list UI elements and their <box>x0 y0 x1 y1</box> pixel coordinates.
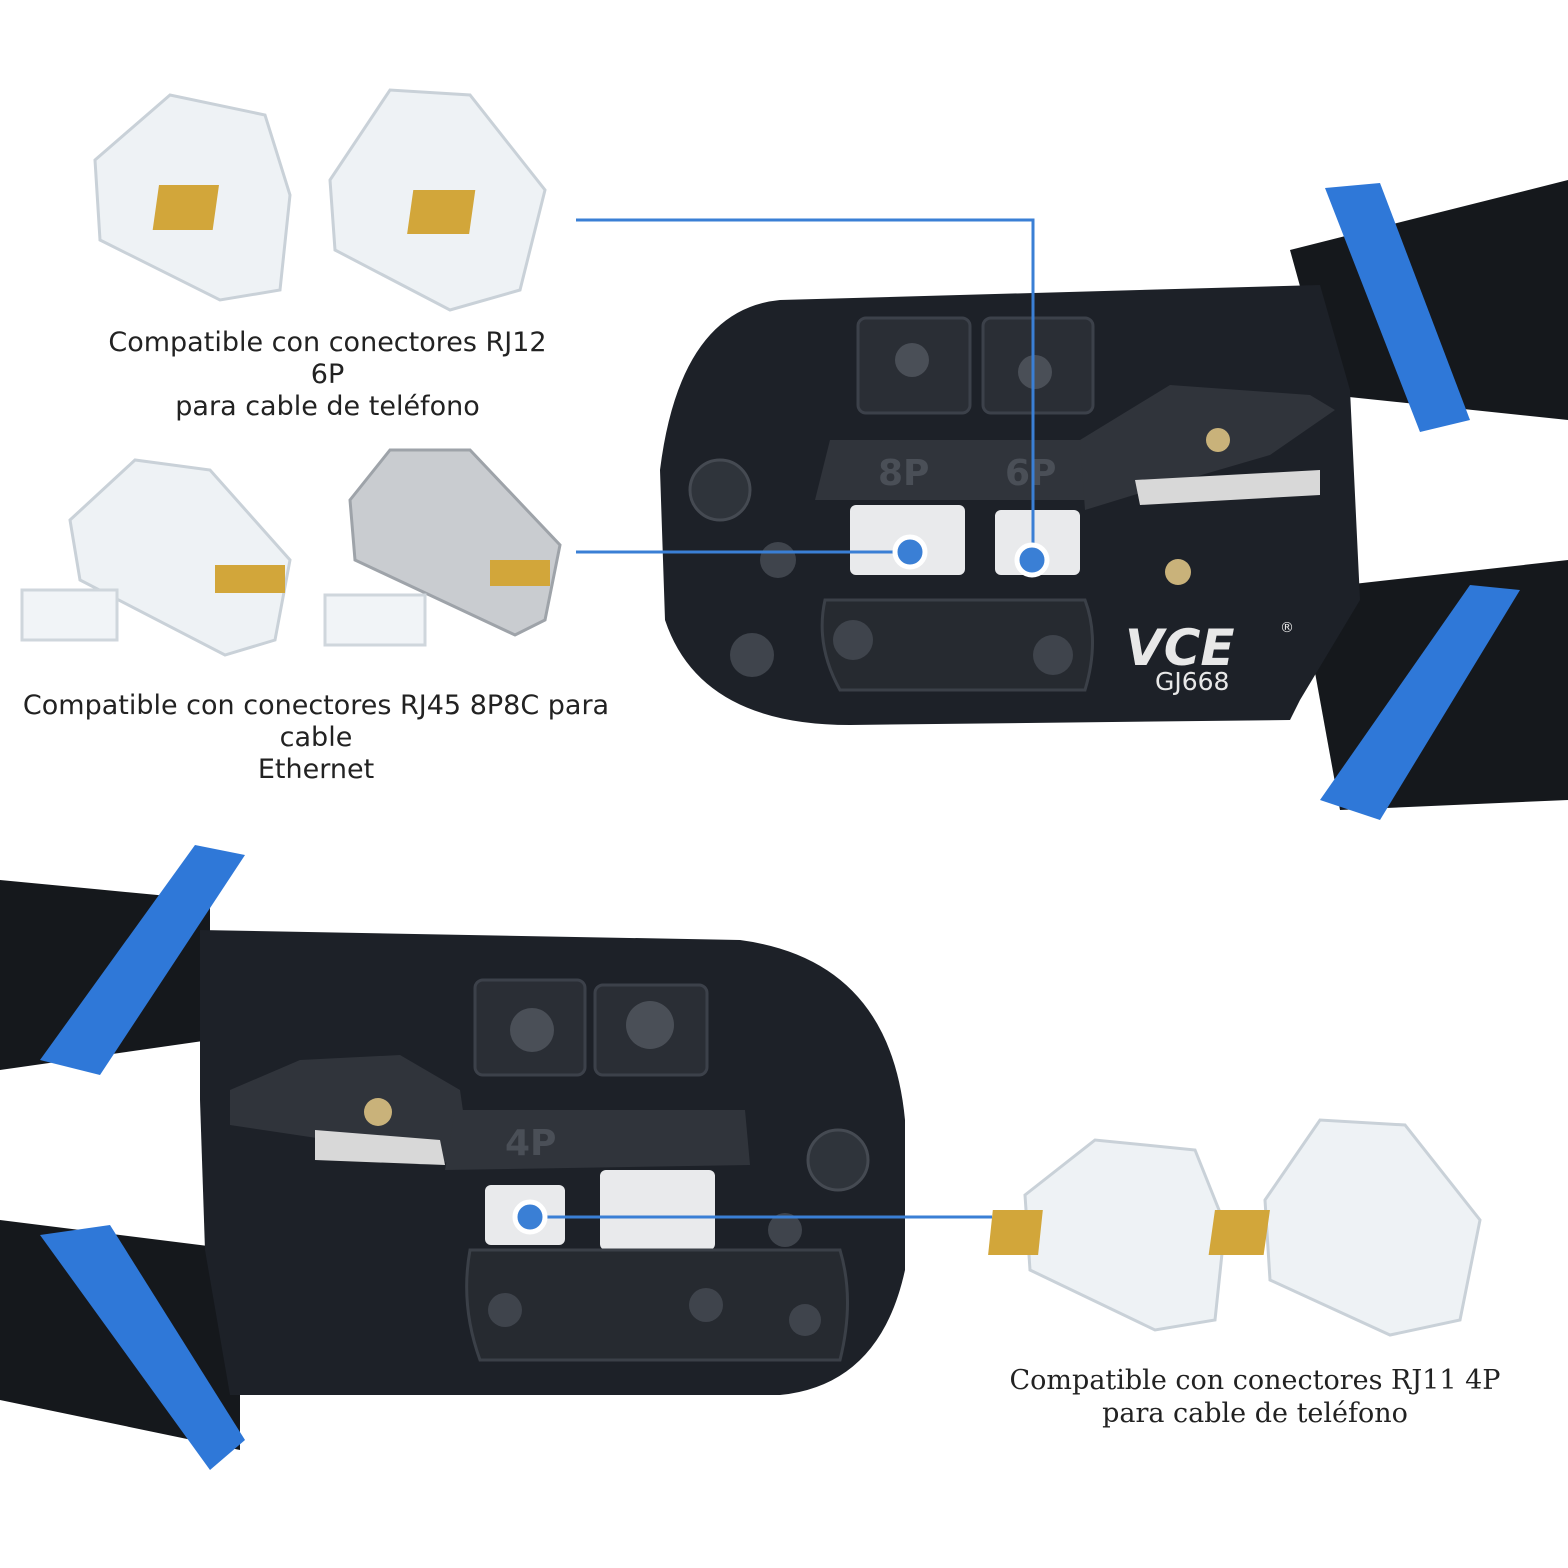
bottom-blade <box>315 1130 445 1165</box>
bottom-socket-8p <box>600 1170 715 1250</box>
bottom-screw <box>510 1008 554 1052</box>
bottom-plate-rivet <box>689 1288 723 1322</box>
top-blade-screw <box>1206 428 1230 452</box>
bottom-upper-handle <box>0 845 245 1075</box>
rj11-connector-right <box>1208 1118 1482 1337</box>
bottom-pivot <box>806 1128 870 1192</box>
top-blade-arm <box>1080 385 1335 510</box>
top-lower-handle <box>1300 560 1568 820</box>
rj12-connector-right <box>328 88 547 312</box>
rj45-connector-shielded <box>323 448 562 647</box>
top-upper-handle <box>1290 180 1568 432</box>
rj45-connector-clear <box>20 458 292 657</box>
model-number: GJ668 <box>1155 667 1229 696</box>
caption-rj45-line2: Ethernet <box>257 754 375 785</box>
bottom-lower-handle <box>0 1220 245 1470</box>
registered-mark: ® <box>1280 620 1294 636</box>
top-die-label-6p: 6P <box>1005 453 1056 494</box>
callout-rj12 <box>576 218 1050 578</box>
bottom-die-label-bar <box>445 1110 750 1170</box>
caption-rj45-line1: Compatible con conectores RJ45 8P8C para… <box>22 690 610 753</box>
top-plate-rivet <box>833 620 873 660</box>
top-lower-screw <box>1165 559 1191 585</box>
bottom-rivet <box>768 1213 802 1247</box>
top-plate-rivet <box>1033 635 1073 675</box>
bottom-blade-arm <box>230 1055 470 1165</box>
caption-rj12: Compatible con conectores RJ12 6P para c… <box>95 327 560 423</box>
caption-rj12-line2: para cable de teléfono <box>175 391 480 422</box>
caption-rj11: Compatible con conectores RJ11 4P para c… <box>1005 1364 1505 1430</box>
callout-rj45 <box>576 534 928 570</box>
bottom-blade-screw <box>364 1098 392 1126</box>
rj11-connector-left <box>988 1138 1227 1332</box>
rj12-connector-left <box>93 93 292 302</box>
bottom-plate-rivet <box>488 1293 522 1327</box>
bottom-screw <box>626 1001 674 1049</box>
caption-rj11-line1: Compatible con conectores RJ11 4P <box>1009 1365 1501 1396</box>
bottom-die-label-4p: 4P <box>505 1123 556 1164</box>
caption-rj12-line1: Compatible con conectores RJ12 6P <box>108 327 547 390</box>
top-blade <box>1135 470 1320 505</box>
brand-logo: VCE <box>1125 619 1235 677</box>
caption-rj11-line2: para cable de teléfono <box>1102 1398 1408 1429</box>
bottom-lower-plate <box>465 1248 849 1362</box>
top-die-label-bar <box>815 440 1090 500</box>
top-die-label-8p: 8P <box>878 453 929 494</box>
top-rivet <box>730 633 774 677</box>
top-pivot <box>688 458 752 522</box>
top-screw <box>1018 355 1052 389</box>
bottom-plate-rivet <box>789 1304 821 1336</box>
top-lower-plate <box>820 598 1094 692</box>
callout-rj11 <box>512 1199 992 1235</box>
top-screw <box>895 343 929 377</box>
caption-rj45: Compatible con conectores RJ45 8P8C para… <box>5 690 627 786</box>
